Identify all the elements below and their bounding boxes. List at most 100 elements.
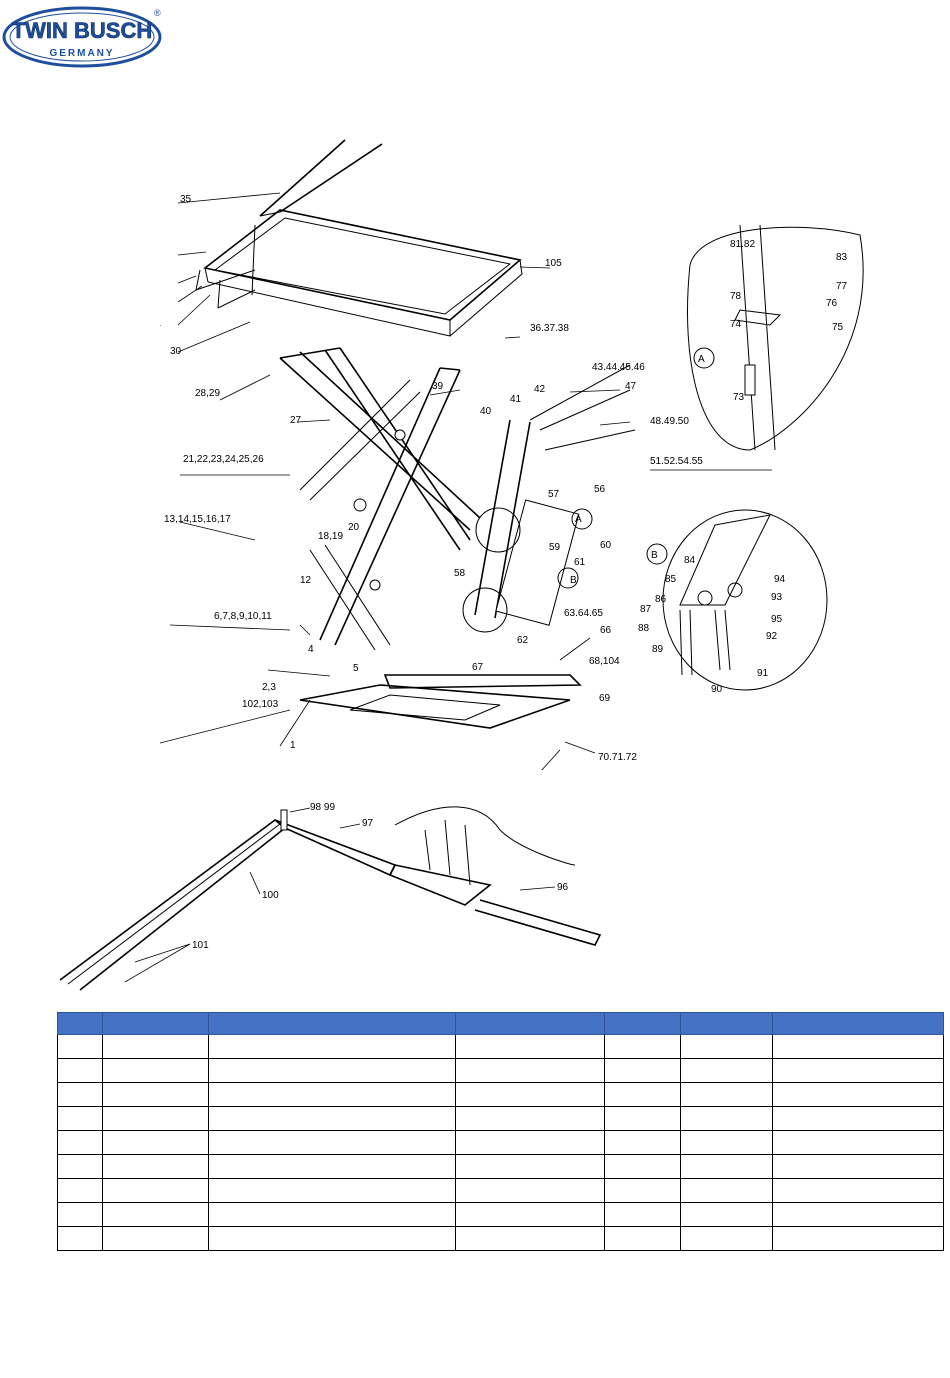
table-cell xyxy=(57,1058,103,1083)
table-cell xyxy=(604,1202,681,1227)
table-cell xyxy=(680,1178,773,1203)
callout: 2,3 xyxy=(262,682,276,693)
table-cell xyxy=(57,1034,103,1059)
table-cell xyxy=(604,1034,681,1059)
callout: 60 xyxy=(600,540,612,551)
callout: 31 xyxy=(160,318,162,329)
table-cell xyxy=(604,1130,681,1155)
table-row xyxy=(57,1226,944,1251)
scissor-arms-drawing xyxy=(279,347,481,651)
detail-b-drawing xyxy=(662,509,828,691)
callout: 81.82 xyxy=(730,239,755,250)
detail-markers xyxy=(557,347,715,589)
table-cell xyxy=(208,1178,456,1203)
callout: 94 xyxy=(774,574,786,585)
table-cell xyxy=(102,1058,209,1083)
table-cell xyxy=(57,1082,103,1107)
callout: 28,29 xyxy=(195,388,220,399)
table-cell xyxy=(102,1154,209,1179)
callout: A xyxy=(575,514,582,525)
table-cell xyxy=(772,1130,944,1155)
table-cell xyxy=(680,1082,773,1107)
cylinder-drawing xyxy=(462,364,636,633)
callout: 61 xyxy=(574,557,586,568)
table-row xyxy=(57,1034,944,1059)
table-cell xyxy=(680,1034,773,1059)
table-cell xyxy=(604,1106,681,1131)
callout: 62 xyxy=(517,635,529,646)
table-cell xyxy=(455,1058,605,1083)
table-cell xyxy=(102,1178,209,1203)
callout: 18,19 xyxy=(318,531,343,542)
callout: 89 xyxy=(652,644,664,655)
table-cell xyxy=(604,1058,681,1083)
callout: 100 xyxy=(262,890,279,901)
table-cell xyxy=(57,1154,103,1179)
callout: 69 xyxy=(599,693,611,704)
callout: 20 xyxy=(348,522,360,533)
callout: 5 xyxy=(353,663,359,674)
callout: 63.64.65 xyxy=(564,608,603,619)
table-cell xyxy=(772,1058,944,1083)
callout: 91 xyxy=(757,668,769,679)
table-cell xyxy=(772,1226,944,1251)
callout: 40 xyxy=(480,406,492,417)
table-header-cell xyxy=(772,1012,944,1035)
callout: 90 xyxy=(711,684,723,695)
callout: 93 xyxy=(771,592,783,603)
table-cell xyxy=(604,1082,681,1107)
table-header-cell xyxy=(455,1012,605,1035)
table-row xyxy=(57,1082,944,1107)
table-cell xyxy=(208,1034,456,1059)
exploded-view-diagram: 35 34 33 32 31 30 105 36.37.38 28,29 27 … xyxy=(160,139,864,770)
table-cell xyxy=(604,1178,681,1203)
callout: 56 xyxy=(594,484,606,495)
callout: 4 xyxy=(308,644,314,655)
table-cell xyxy=(208,1202,456,1227)
callout: 84 xyxy=(684,555,696,566)
callout: 57 xyxy=(548,489,560,500)
callout: 76 xyxy=(826,298,838,309)
callout: 30 xyxy=(170,346,182,357)
table-cell xyxy=(455,1034,605,1059)
table-cell xyxy=(57,1130,103,1155)
table-cell xyxy=(57,1226,103,1251)
table-header-cell xyxy=(604,1012,681,1035)
callout: 41 xyxy=(510,394,522,405)
callout: 48.49.50 xyxy=(650,416,689,427)
logo-country: GERMANY xyxy=(49,48,114,59)
callout: 35 xyxy=(180,194,192,205)
table-cell xyxy=(102,1130,209,1155)
callout: 105 xyxy=(545,258,562,269)
callout: 74 xyxy=(730,319,742,330)
table-cell xyxy=(772,1154,944,1179)
callout: B xyxy=(651,550,658,561)
callout: 77 xyxy=(836,281,848,292)
callout: 92 xyxy=(766,631,778,642)
callout: 1 xyxy=(290,740,296,751)
table-cell xyxy=(102,1202,209,1227)
ramp-leaders xyxy=(124,807,556,983)
table-cell xyxy=(57,1178,103,1203)
table-cell xyxy=(680,1058,773,1083)
callout: 21,22,23,24,25,26 xyxy=(183,454,264,465)
leader-lines xyxy=(160,192,772,770)
callout: 36.37.38 xyxy=(530,323,569,334)
ramp-callout-labels: 98 99 97 100 96 101 xyxy=(192,802,569,951)
callout: 27 xyxy=(290,415,302,426)
table-cell xyxy=(102,1082,209,1107)
table-cell xyxy=(455,1154,605,1179)
table-cell xyxy=(680,1130,773,1155)
callout: 67 xyxy=(472,662,484,673)
ramp-drawing xyxy=(59,806,602,991)
callout: 83 xyxy=(836,252,848,263)
table-cell xyxy=(455,1130,605,1155)
table-cell xyxy=(102,1034,209,1059)
callout: 88 xyxy=(638,623,650,634)
callout: 39 xyxy=(432,381,444,392)
top-platform-drawing xyxy=(195,139,523,337)
parts-table xyxy=(57,1012,944,1251)
table-cell xyxy=(772,1202,944,1227)
table-cell xyxy=(772,1082,944,1107)
callout: 12 xyxy=(300,575,312,586)
